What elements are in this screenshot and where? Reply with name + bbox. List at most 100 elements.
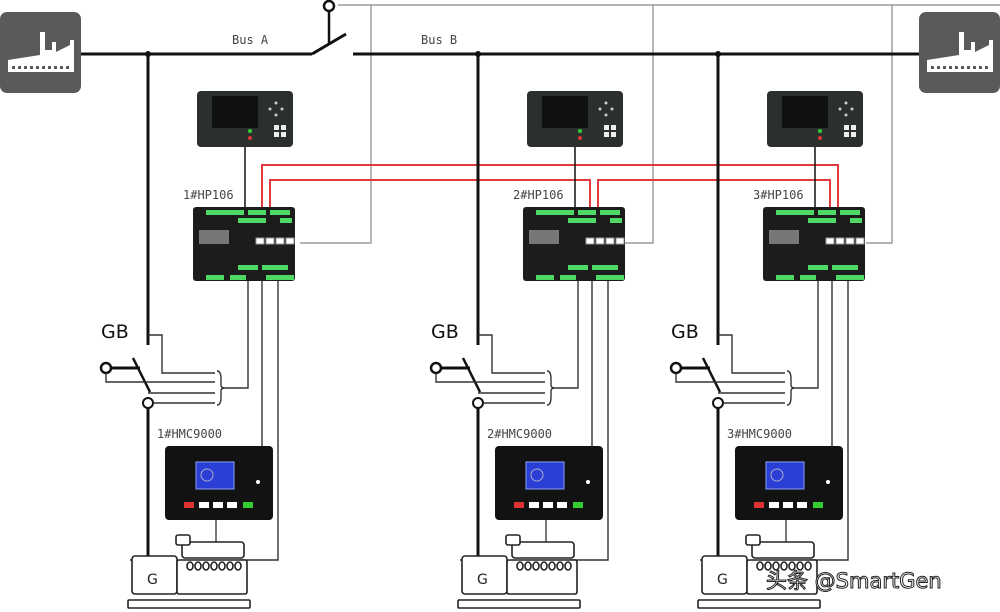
breaker-terminal-icon — [669, 361, 683, 375]
hmc-button — [213, 502, 223, 508]
hmc-button — [227, 502, 237, 508]
terminal-block — [578, 210, 596, 215]
hmc-button — [543, 502, 553, 508]
hmc-button — [783, 502, 793, 508]
rj45-port-icon — [835, 237, 845, 245]
status-led-icon — [248, 129, 252, 133]
terminal-block — [836, 275, 864, 280]
terminal-block — [568, 265, 588, 270]
left-utility-factory-icon — [0, 12, 81, 93]
genset-icon — [457, 534, 581, 609]
hmc9000-label: 2#HMC9000 — [487, 427, 552, 441]
sensing-lines — [435, 275, 609, 561]
rj45-port-icon — [595, 237, 605, 245]
terminal-block — [600, 210, 620, 215]
hmc-button — [797, 502, 807, 508]
terminal-block — [592, 265, 618, 270]
breaker-contact — [461, 357, 482, 393]
terminal-block — [536, 210, 574, 215]
rj45-port-icon — [615, 237, 625, 245]
terminal-block — [776, 210, 814, 215]
hmc-button — [813, 502, 823, 508]
hp106-controller — [193, 207, 295, 281]
terminal-block — [262, 265, 288, 270]
terminal-block — [596, 275, 624, 280]
hmc-button — [184, 502, 194, 508]
bus-tie-terminal-icon — [322, 0, 336, 13]
terminal-block — [808, 265, 828, 270]
hmc9000-controller — [735, 446, 843, 520]
bus-a-label: Bus A — [232, 33, 269, 47]
sensing-lines — [675, 275, 849, 561]
status-led-icon — [578, 129, 582, 133]
rj45-port-icon — [825, 237, 835, 245]
genset-icon — [697, 534, 821, 609]
terminal-block — [206, 210, 244, 215]
terminal-block — [238, 218, 266, 223]
genset-icon — [127, 534, 251, 609]
terminal-block — [808, 218, 836, 223]
terminal-block — [610, 218, 622, 223]
hp106-label: 1#HP106 — [183, 188, 234, 202]
terminal-block — [270, 210, 290, 215]
terminal-block — [230, 275, 246, 280]
hmc-button — [754, 502, 764, 508]
status-led-icon — [818, 136, 822, 140]
hmc9000-label: 1#HMC9000 — [157, 427, 222, 441]
rj45-port-icon — [265, 237, 275, 245]
hmc-screen — [765, 461, 805, 490]
rj45-port-icon — [255, 237, 265, 245]
terminal-block — [776, 275, 794, 280]
breaker-contact — [701, 357, 722, 393]
terminal-block — [206, 275, 224, 280]
rj45-port-icon — [275, 237, 285, 245]
ct-icon — [142, 397, 154, 409]
terminal-block — [818, 210, 836, 215]
hmi-screen — [212, 96, 258, 128]
terminal-block — [840, 210, 860, 215]
hmc-button — [557, 502, 567, 508]
bus-b-label: Bus B — [421, 33, 457, 47]
breaker-terminal-icon — [99, 361, 113, 375]
breaker-terminal-icon — [429, 361, 443, 375]
bus-junction-icon — [145, 51, 151, 57]
bus-junction-icon — [475, 51, 481, 57]
generator-glyph: G — [477, 572, 488, 588]
hmi-display — [197, 91, 293, 147]
breaker-label: GB — [671, 321, 699, 343]
hmc-screen — [525, 461, 565, 490]
hmc-button — [769, 502, 779, 508]
breaker-label: GB — [431, 321, 459, 343]
hmc9000-controller — [165, 446, 273, 520]
hmi-screen — [782, 96, 828, 128]
terminal-block — [238, 265, 258, 270]
hmi-display — [767, 91, 863, 147]
rj45-port-icon — [855, 237, 865, 245]
generator-glyph: G — [147, 572, 158, 588]
ct-icon — [472, 397, 484, 409]
generator-glyph: G — [717, 572, 728, 588]
terminal-block — [832, 265, 858, 270]
terminal-block — [248, 210, 266, 215]
hp106-label: 3#HP106 — [753, 188, 804, 202]
hmc9000-label: 3#HMC9000 — [727, 427, 792, 441]
terminal-block — [800, 275, 816, 280]
hmi-display — [527, 91, 623, 147]
hmc-button — [573, 502, 583, 508]
rj45-port-icon — [605, 237, 615, 245]
terminal-block — [266, 275, 294, 280]
status-led-icon — [818, 129, 822, 133]
ct-icon — [712, 397, 724, 409]
right-utility-factory-icon — [919, 12, 1000, 93]
terminal-block — [568, 218, 596, 223]
breaker-contact — [131, 357, 152, 393]
hmi-screen — [542, 96, 588, 128]
rj45-port-icon — [585, 237, 595, 245]
status-led-icon — [248, 136, 252, 140]
hp106-controller — [523, 207, 625, 281]
hmc9000-controller — [495, 446, 603, 520]
rj45-port-icon — [845, 237, 855, 245]
